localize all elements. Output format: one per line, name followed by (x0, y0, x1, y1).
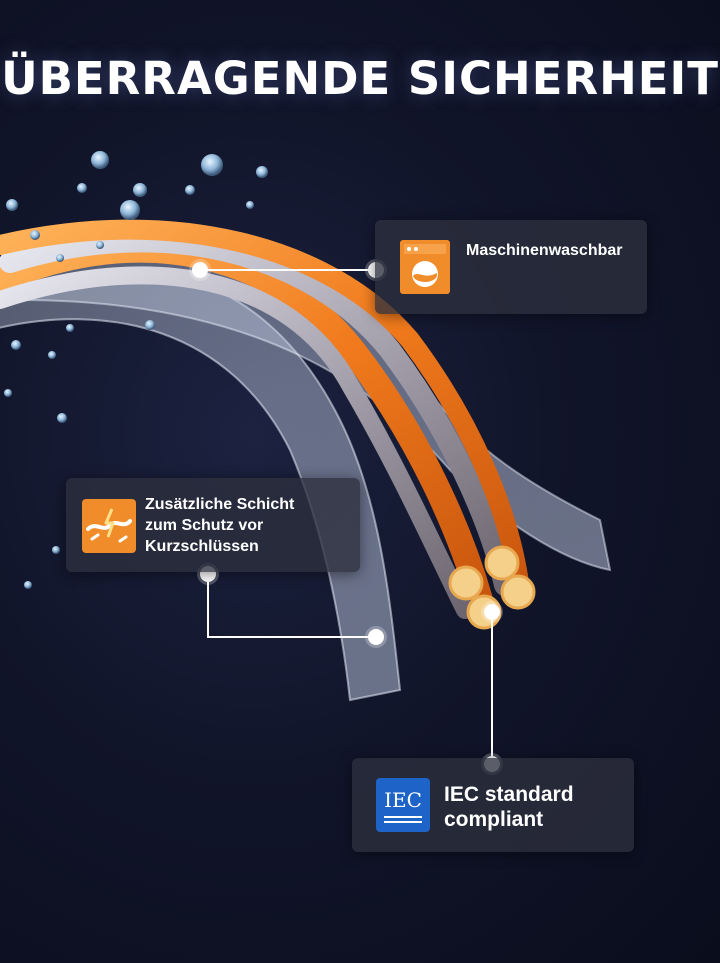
feature-label-line: Kurzschlüssen (145, 538, 259, 555)
iec-logo-icon: IEC (376, 778, 430, 832)
feature-card-washable: Maschinenwaschbar (375, 220, 647, 314)
connector-dot (484, 604, 500, 620)
feature-label-short-circuit: Zusätzliche Schicht zum Schutz vor Kurzs… (145, 494, 294, 557)
feature-label-line: Zusätzliche Schicht (145, 496, 295, 513)
feature-card-short-circuit: Zusätzliche Schicht zum Schutz vor Kurzs… (66, 478, 360, 572)
feature-label-line: IEC standard (444, 783, 574, 806)
wire-end (448, 565, 484, 601)
wire-end (484, 545, 520, 581)
silver-conductor-1 (0, 230, 516, 596)
feature-label-line: compliant (444, 808, 544, 831)
iec-logo-rule (384, 816, 422, 818)
connector-dot (192, 262, 208, 278)
feature-label-line: zum Schutz vor (145, 517, 264, 534)
wire-end (500, 574, 536, 610)
feature-label-washable: Maschinenwaschbar (466, 242, 623, 259)
connector-line-short-circuit (207, 574, 376, 638)
short-circuit-protection-icon (82, 499, 136, 553)
iec-logo-rule (384, 821, 422, 823)
page-title: ÜBERRAGENDE SICHERHEIT (1, 52, 719, 105)
feature-card-iec: IEC IEC standard compliant (352, 758, 634, 852)
washing-machine-icon (400, 240, 450, 294)
water-droplets (4, 151, 268, 589)
connector-dot (368, 629, 384, 645)
iec-logo-text: IEC (384, 788, 422, 812)
copper-conductor-2 (0, 219, 530, 600)
silver-conductor-2 (0, 266, 474, 619)
feature-label-iec: IEC standard compliant (444, 782, 574, 832)
